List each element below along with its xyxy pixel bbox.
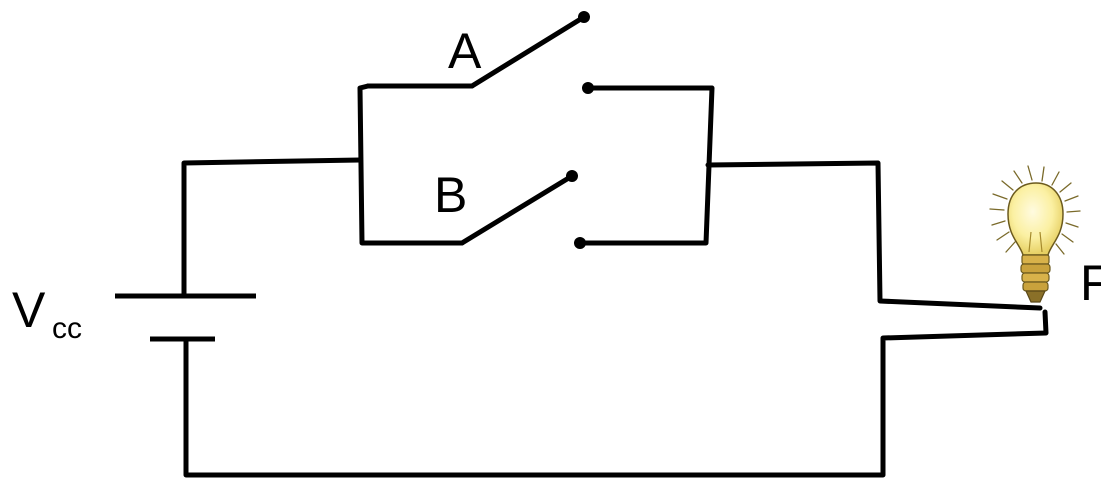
bulb-rays bbox=[989, 165, 1081, 255]
switch-a bbox=[365, 11, 594, 94]
switch-a-blade bbox=[469, 14, 587, 89]
wire-lamp-return bbox=[183, 309, 1049, 478]
supply-label-subscript: cc bbox=[52, 312, 82, 345]
switch-b-blade bbox=[459, 173, 575, 246]
switch-b bbox=[459, 170, 586, 249]
light-bulb-icon bbox=[989, 165, 1081, 303]
bulb-filament bbox=[1028, 231, 1043, 253]
wire-right-rail bbox=[577, 85, 715, 246]
wire-left-rail bbox=[357, 83, 465, 246]
wire-battery-to-switches bbox=[181, 157, 363, 299]
bulb-glass bbox=[1007, 182, 1064, 256]
wire-switches-to-lamp bbox=[705, 160, 1043, 311]
supply-label: V bbox=[12, 282, 46, 338]
switch-b-label: B bbox=[434, 167, 467, 223]
switch-a-pivot-terminal bbox=[578, 11, 590, 23]
switch-b-pivot-terminal bbox=[566, 170, 578, 182]
lamp-label: F bbox=[1080, 255, 1101, 311]
battery bbox=[115, 293, 256, 342]
switch-a-label: A bbox=[448, 23, 482, 79]
bulb-base bbox=[1020, 254, 1051, 303]
